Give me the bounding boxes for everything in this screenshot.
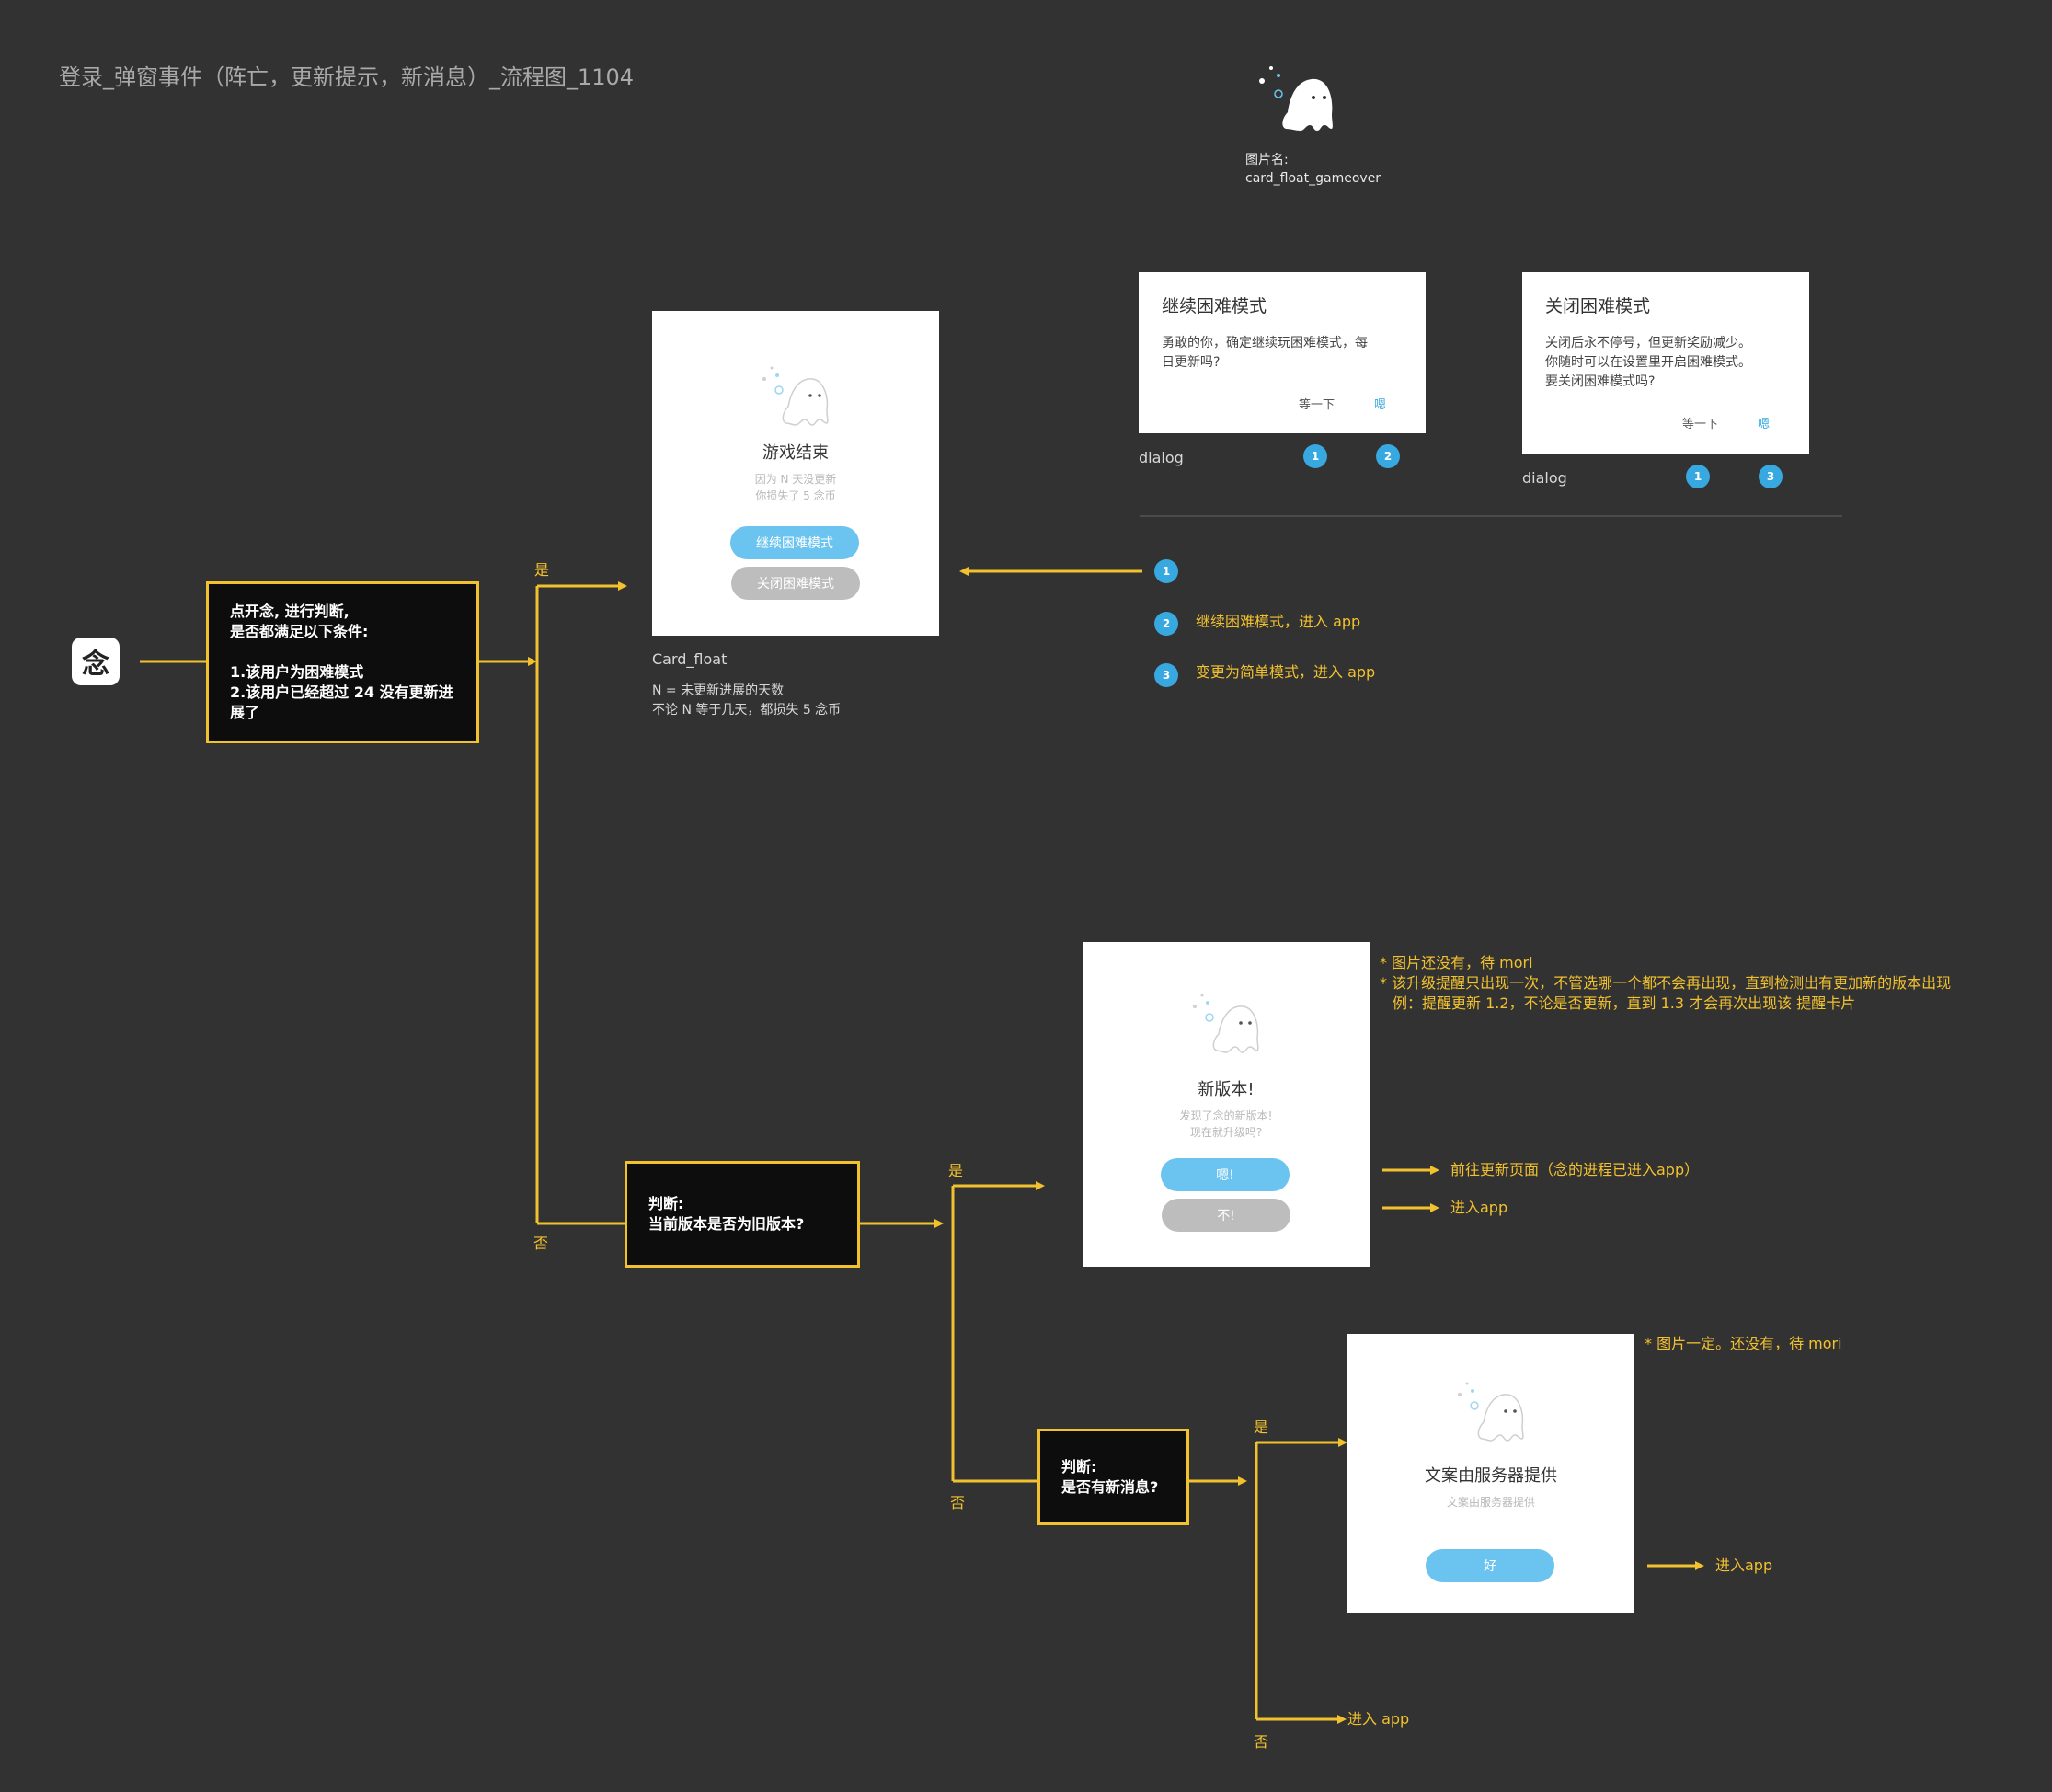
gameover-card: 游戏结束 因为 N 天没更新 你损失了 5 念币 继续困难模式 关闭困难模式 bbox=[652, 311, 939, 636]
version-note-line: * 该升级提醒只出现一次，不管选哪一个都不会再出现，直到检测出有更加新的版本出现 bbox=[1380, 974, 1952, 992]
message-check-box: 判断: 是否有新消息? bbox=[1037, 1429, 1189, 1525]
close-hard-mode-dialog: 关闭困难模式 关闭后永不停号，但更新奖励减少。 你随时可以在设置里开启困难模式。… bbox=[1522, 272, 1809, 454]
gameover-subtitle: 你损失了 5 念币 bbox=[755, 489, 836, 502]
start-condition-line: 点开念, 进行判断, bbox=[230, 603, 350, 620]
dialog-body-line: 要关闭困难模式吗? bbox=[1545, 374, 1656, 389]
card-float-caption: Card_float bbox=[652, 650, 728, 668]
yes-label: 是 bbox=[1254, 1419, 1269, 1436]
dialog-body-line: 勇敢的你，确定继续玩困难模式，每 bbox=[1162, 336, 1368, 350]
message-check-line: 是否有新消息? bbox=[1061, 1477, 1159, 1496]
start-condition-line bbox=[230, 642, 467, 662]
dialog-title: 关闭困难模式 bbox=[1545, 296, 1651, 316]
legend-text: 继续困难模式，进入 app bbox=[1196, 613, 1361, 630]
continue-hard-mode-button[interactable]: 继续困难模式 bbox=[730, 526, 859, 559]
message-check-line: 判断: bbox=[1061, 1457, 1097, 1476]
legend-badge-2: 2 bbox=[1154, 612, 1178, 636]
version-check-line: 判断: bbox=[648, 1195, 684, 1212]
card-float-note: N = 未更新进展的天数 不论 N 等于几天，都损失 5 念币 bbox=[652, 682, 841, 720]
dialog-ok-button[interactable]: 嗯 bbox=[1758, 418, 1771, 431]
gameover-title: 游戏结束 bbox=[762, 443, 829, 463]
message-ok-button[interactable]: 好 bbox=[1426, 1549, 1554, 1582]
card-float-note-line: 不论 N 等于几天，都损失 5 念币 bbox=[652, 703, 842, 718]
legend-badge-1: 1 bbox=[1154, 559, 1178, 583]
dialog-body-line: 关闭后永不停号，但更新奖励减少。 bbox=[1545, 336, 1751, 350]
app-icon-glyph: 念 bbox=[82, 649, 109, 681]
update-no-button[interactable]: 不! bbox=[1162, 1199, 1290, 1232]
new-version-title: 新版本! bbox=[1198, 1080, 1255, 1099]
badge-3: 3 bbox=[1759, 465, 1783, 488]
no-label: 否 bbox=[1254, 1733, 1269, 1751]
message-card: 文案由服务器提供 文案由服务器提供 好 bbox=[1347, 1334, 1634, 1613]
new-version-card: 新版本! 发现了念的新版本! 现在就升级吗? 嗯! 不! bbox=[1083, 942, 1370, 1267]
message-subtitle: 文案由服务器提供 bbox=[1446, 1496, 1535, 1509]
yes-label: 是 bbox=[948, 1162, 964, 1179]
version-notes: * 图片还没有，待 mori * 该升级提醒只出现一次，不管选哪一个都不会再出现… bbox=[1380, 953, 1951, 1014]
new-version-subtitle: 现在就升级吗? bbox=[1189, 1126, 1263, 1139]
dialog-caption: dialog bbox=[1522, 469, 1567, 487]
update-yes-button[interactable]: 嗯! bbox=[1161, 1158, 1290, 1191]
ghost-asset-filename: card_float_gameover bbox=[1245, 171, 1381, 186]
legend-text: 变更为简单模式，进入 app bbox=[1196, 663, 1376, 681]
dialog-body: 勇敢的你，确定继续玩困难模式，每 日更新吗? bbox=[1162, 334, 1404, 373]
yes-label: 是 bbox=[534, 561, 550, 579]
badge-1: 1 bbox=[1303, 444, 1327, 468]
dialog-cancel-button[interactable]: 等一下 bbox=[1682, 418, 1719, 431]
badge-1: 1 bbox=[1686, 465, 1710, 488]
ghost-asset-icon bbox=[1255, 61, 1347, 138]
app-icon: 念 bbox=[72, 638, 120, 685]
close-hard-mode-button[interactable]: 关闭困难模式 bbox=[731, 567, 860, 600]
dialog-title: 继续困难模式 bbox=[1162, 296, 1267, 316]
dialog-body: 关闭后永不停号，但更新奖励减少。 你随时可以在设置里开启困难模式。 要关闭困难模… bbox=[1545, 334, 1787, 392]
legend-badge-3: 3 bbox=[1154, 663, 1178, 687]
ghost-asset-label: 图片名: card_float_gameover bbox=[1245, 151, 1381, 188]
card-float-note-line: N = 未更新进展的天数 bbox=[652, 683, 785, 698]
start-condition-line: 2.该用户已经超过 24 没有更新进展了 bbox=[230, 683, 453, 721]
version-note-line: 例：提醒更新 1.2，不论是否更新，直到 1.3 才会再次出现该 提醒卡片 bbox=[1393, 994, 1856, 1012]
no-message-outcome: 进入 app bbox=[1347, 1710, 1410, 1728]
version-check-line: 当前版本是否为旧版本? bbox=[648, 1215, 805, 1233]
version-check-box: 判断: 当前版本是否为旧版本? bbox=[625, 1161, 860, 1268]
start-condition-line: 是否都满足以下条件: bbox=[230, 623, 369, 640]
dialog-caption: dialog bbox=[1139, 449, 1184, 466]
dialog-ok-button[interactable]: 嗯 bbox=[1374, 398, 1387, 412]
start-condition-box: 点开念, 进行判断, 是否都满足以下条件: 1.该用户为困难模式 2.该用户已经… bbox=[206, 581, 479, 743]
ghost-asset-label-prefix: 图片名: bbox=[1245, 153, 1289, 167]
dialog-cancel-button[interactable]: 等一下 bbox=[1299, 398, 1336, 412]
dialog-body-line: 你随时可以在设置里开启困难模式。 bbox=[1545, 355, 1751, 370]
no-label: 否 bbox=[950, 1494, 966, 1511]
message-outcome: 进入app bbox=[1715, 1557, 1773, 1574]
version-note-line: * 图片还没有，待 mori bbox=[1380, 954, 1533, 971]
update-yes-outcome: 前往更新页面（念的进程已进入app） bbox=[1450, 1161, 1700, 1178]
badge-2: 2 bbox=[1376, 444, 1400, 468]
no-label: 否 bbox=[533, 1235, 549, 1252]
dialog-body-line: 日更新吗? bbox=[1162, 355, 1221, 370]
message-note: * 图片一定。还没有，待 mori bbox=[1645, 1335, 1842, 1352]
ghost-illustration-icon bbox=[750, 357, 842, 431]
update-no-outcome: 进入app bbox=[1450, 1199, 1508, 1216]
message-title: 文案由服务器提供 bbox=[1425, 1466, 1557, 1486]
new-version-subtitle: 发现了念的新版本! bbox=[1179, 1109, 1273, 1122]
gameover-subtitle: 因为 N 天没更新 bbox=[754, 473, 837, 486]
continue-hard-mode-dialog: 继续困难模式 勇敢的你，确定继续玩困难模式，每 日更新吗? 等一下 嗯 bbox=[1139, 272, 1426, 433]
page-title: 登录_弹窗事件（阵亡，更新提示，新消息）_流程图_1104 bbox=[59, 64, 635, 90]
start-condition-line: 1.该用户为困难模式 bbox=[230, 663, 364, 681]
ghost-illustration-icon bbox=[1445, 1373, 1537, 1446]
ghost-illustration-icon bbox=[1180, 984, 1272, 1058]
